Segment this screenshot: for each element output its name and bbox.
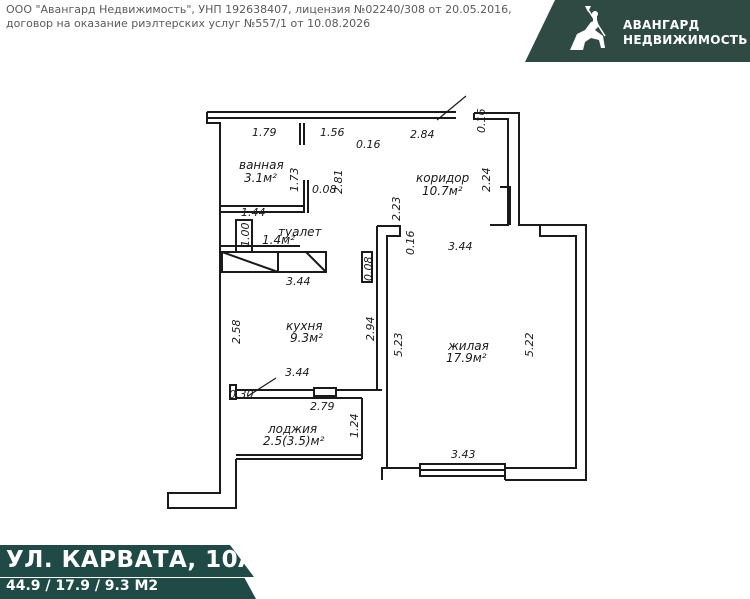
living-area: 17.9м² bbox=[446, 351, 487, 365]
room-labels: ванная 3.1м² туалет 1.4м² коридор 10.7м²… bbox=[239, 158, 489, 448]
dim-label: 2.23 bbox=[390, 197, 403, 222]
address-title: УЛ. КАРВАТА, 10А bbox=[6, 547, 257, 573]
corridor-area: 10.7м² bbox=[422, 184, 463, 198]
dim-label: 2.81 bbox=[332, 170, 345, 195]
dim-label: 0.16 bbox=[475, 109, 488, 134]
toilet-area: 1.4м² bbox=[262, 233, 295, 247]
dim-label: 2.84 bbox=[410, 128, 435, 141]
floor-plan-walls bbox=[167, 95, 587, 509]
dim-label: 0.08 bbox=[312, 183, 337, 196]
dim-label: 5.22 bbox=[523, 333, 536, 358]
brand-name-line-1: АВАНГАРД bbox=[623, 18, 700, 32]
living-name: жилая bbox=[447, 339, 489, 353]
brand-name-line-2: НЕДВИЖИМОСТЬ bbox=[623, 33, 748, 47]
knight-on-horse-icon bbox=[570, 6, 606, 50]
dim-label: 3.44 bbox=[285, 366, 310, 379]
dim-label: 3.44 bbox=[286, 275, 311, 288]
dim-label: 2.79 bbox=[310, 400, 335, 413]
dim-label: 1.79 bbox=[252, 126, 277, 139]
brand-name: АВАНГАРД НЕДВИЖИМОСТЬ bbox=[623, 18, 748, 48]
brand-banner: АВАНГАРД НЕДВИЖИМОСТЬ bbox=[525, 0, 750, 62]
dimension-labels: 1.79 1.56 0.16 2.84 0.08 1.44 3.44 3.44 … bbox=[229, 109, 536, 462]
area-summary: 44.9 / 17.9 / 9.3 М2 bbox=[6, 578, 159, 594]
address-banner: УЛ. КАРВАТА, 10А 44.9 / 17.9 / 9.3 М2 bbox=[0, 545, 268, 599]
license-info: ООО "Авангард Недвижимость", УНП 1926384… bbox=[6, 3, 512, 31]
dim-label: 1.56 bbox=[320, 126, 345, 139]
dim-label: 5.23 bbox=[392, 333, 405, 358]
dim-label: 0.16 bbox=[404, 231, 417, 256]
dim-label: 0.16 bbox=[356, 138, 381, 151]
license-line-2: договор на оказание риэлтерских услуг №5… bbox=[6, 17, 371, 30]
address-banner-bg bbox=[0, 545, 256, 599]
loggia-name: лоджия bbox=[267, 422, 317, 436]
loggia-area: 2.5(3.5)м² bbox=[263, 434, 325, 448]
kitchen-name: кухня bbox=[286, 319, 323, 333]
dim-label: 3.44 bbox=[448, 240, 473, 253]
dim-label: 2.58 bbox=[230, 320, 243, 345]
toilet-name: туалет bbox=[278, 225, 322, 239]
dim-label: 1.73 bbox=[288, 168, 301, 193]
dim-label: 2.94 bbox=[364, 317, 377, 342]
dim-label: 2.24 bbox=[480, 168, 493, 193]
dim-label: 1.44 bbox=[241, 206, 266, 219]
dim-label: 1.24 bbox=[348, 414, 361, 439]
kitchen-area: 9.3м² bbox=[290, 331, 323, 345]
dim-label: 0.30 bbox=[229, 388, 254, 401]
dim-label: 3.43 bbox=[451, 448, 476, 461]
dim-label: 1.00 bbox=[239, 223, 252, 248]
dim-label: 0.08 bbox=[362, 257, 375, 282]
bath-area: 3.1м² bbox=[244, 171, 277, 185]
license-line-1: ООО "Авангард Недвижимость", УНП 1926384… bbox=[6, 3, 512, 16]
bath-name: ванная bbox=[239, 158, 284, 172]
corridor-name: коридор bbox=[416, 171, 470, 185]
